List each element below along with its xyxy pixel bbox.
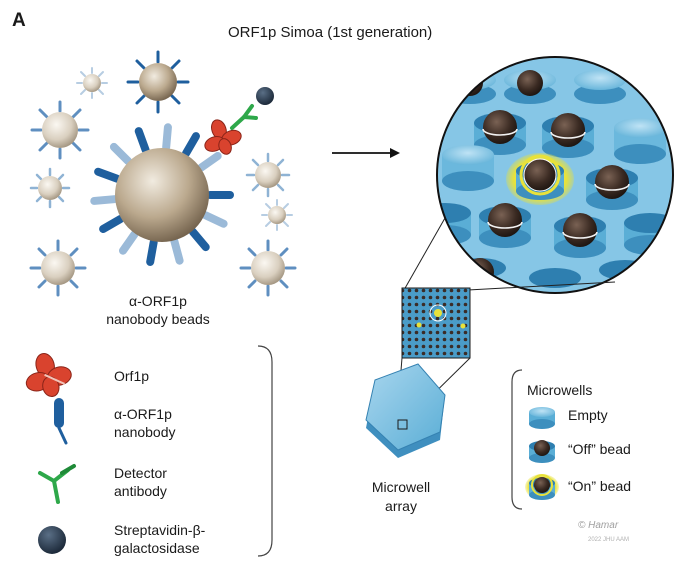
empty-well-icon <box>529 407 555 429</box>
microwell-array-label-line-2: array <box>385 498 417 514</box>
legend-item-nanobody: α-ORF1p nanobody <box>114 405 176 441</box>
beads-label-line-2: nanobody beads <box>106 311 210 327</box>
microwells-legend-off: “Off” bead <box>568 441 631 457</box>
legend-item-detector-antibody: Detector antibody <box>114 464 167 500</box>
microwell-array-label-line-1: Microwell <box>371 479 431 495</box>
zoom-connector-lines <box>403 217 616 291</box>
microwell-array-hexagon <box>365 363 446 458</box>
beads-label: α-ORF1p nanobody beads <box>98 292 218 328</box>
legend-item-orf1p: Orf1p <box>114 367 149 385</box>
legend-label-line-2: galactosidase <box>114 540 200 556</box>
captured-orf1p-complex <box>204 87 274 155</box>
microwell-array-label: Microwell array <box>356 478 446 516</box>
streptavidin-icon <box>38 526 66 554</box>
small-bead-far-left <box>29 167 71 209</box>
microwells-legend-title: Microwells <box>527 382 593 398</box>
diagram-title: ORF1p Simoa (1st generation) <box>228 24 433 41</box>
small-bead-right <box>245 152 291 198</box>
microwells-legend-bracket <box>511 369 523 510</box>
bead-cluster <box>29 50 297 297</box>
array-closeup-square <box>401 287 471 359</box>
small-bead-left <box>30 100 90 160</box>
artist-signature: © Hamar <box>578 520 619 531</box>
small-bead-bottom-left <box>29 239 87 297</box>
panel-letter: A <box>12 10 26 31</box>
legend-label-line-1: α-ORF1p <box>114 406 172 422</box>
artist-signature-sub: 2022 JHU AAM <box>588 537 630 543</box>
large-nanobody-bead <box>115 148 209 242</box>
beads-label-line-1: α-ORF1p <box>129 293 187 309</box>
nanobody-spokes <box>90 123 234 266</box>
small-bead-top-left <box>76 67 108 99</box>
small-bead-right-lower <box>261 199 293 231</box>
small-bead-bottom-right <box>239 239 297 297</box>
legend-item-streptavidin: Streptavidin-β- galactosidase <box>114 521 205 557</box>
legend-label: Orf1p <box>114 368 150 384</box>
legend-label-line-2: nanobody <box>114 424 176 440</box>
off-bead-well-icon <box>529 440 555 463</box>
orf1p-icon <box>25 353 72 398</box>
on-bead-well-icon <box>525 474 559 500</box>
legend-label-line-1: Streptavidin-β- <box>114 522 206 538</box>
legend-bracket <box>257 345 273 557</box>
nanobody-icon <box>54 398 68 445</box>
legend-label-line-1: Detector <box>114 465 167 481</box>
microwells-legend-empty: Empty <box>568 407 608 423</box>
legend-label-line-2: antibody <box>114 483 167 499</box>
detector-antibody-icon <box>38 464 76 504</box>
microwell-zoom-view <box>436 56 674 294</box>
process-arrow <box>332 148 400 158</box>
small-bead-top-center <box>126 50 190 114</box>
microwells-legend-on: “On” bead <box>568 478 632 494</box>
